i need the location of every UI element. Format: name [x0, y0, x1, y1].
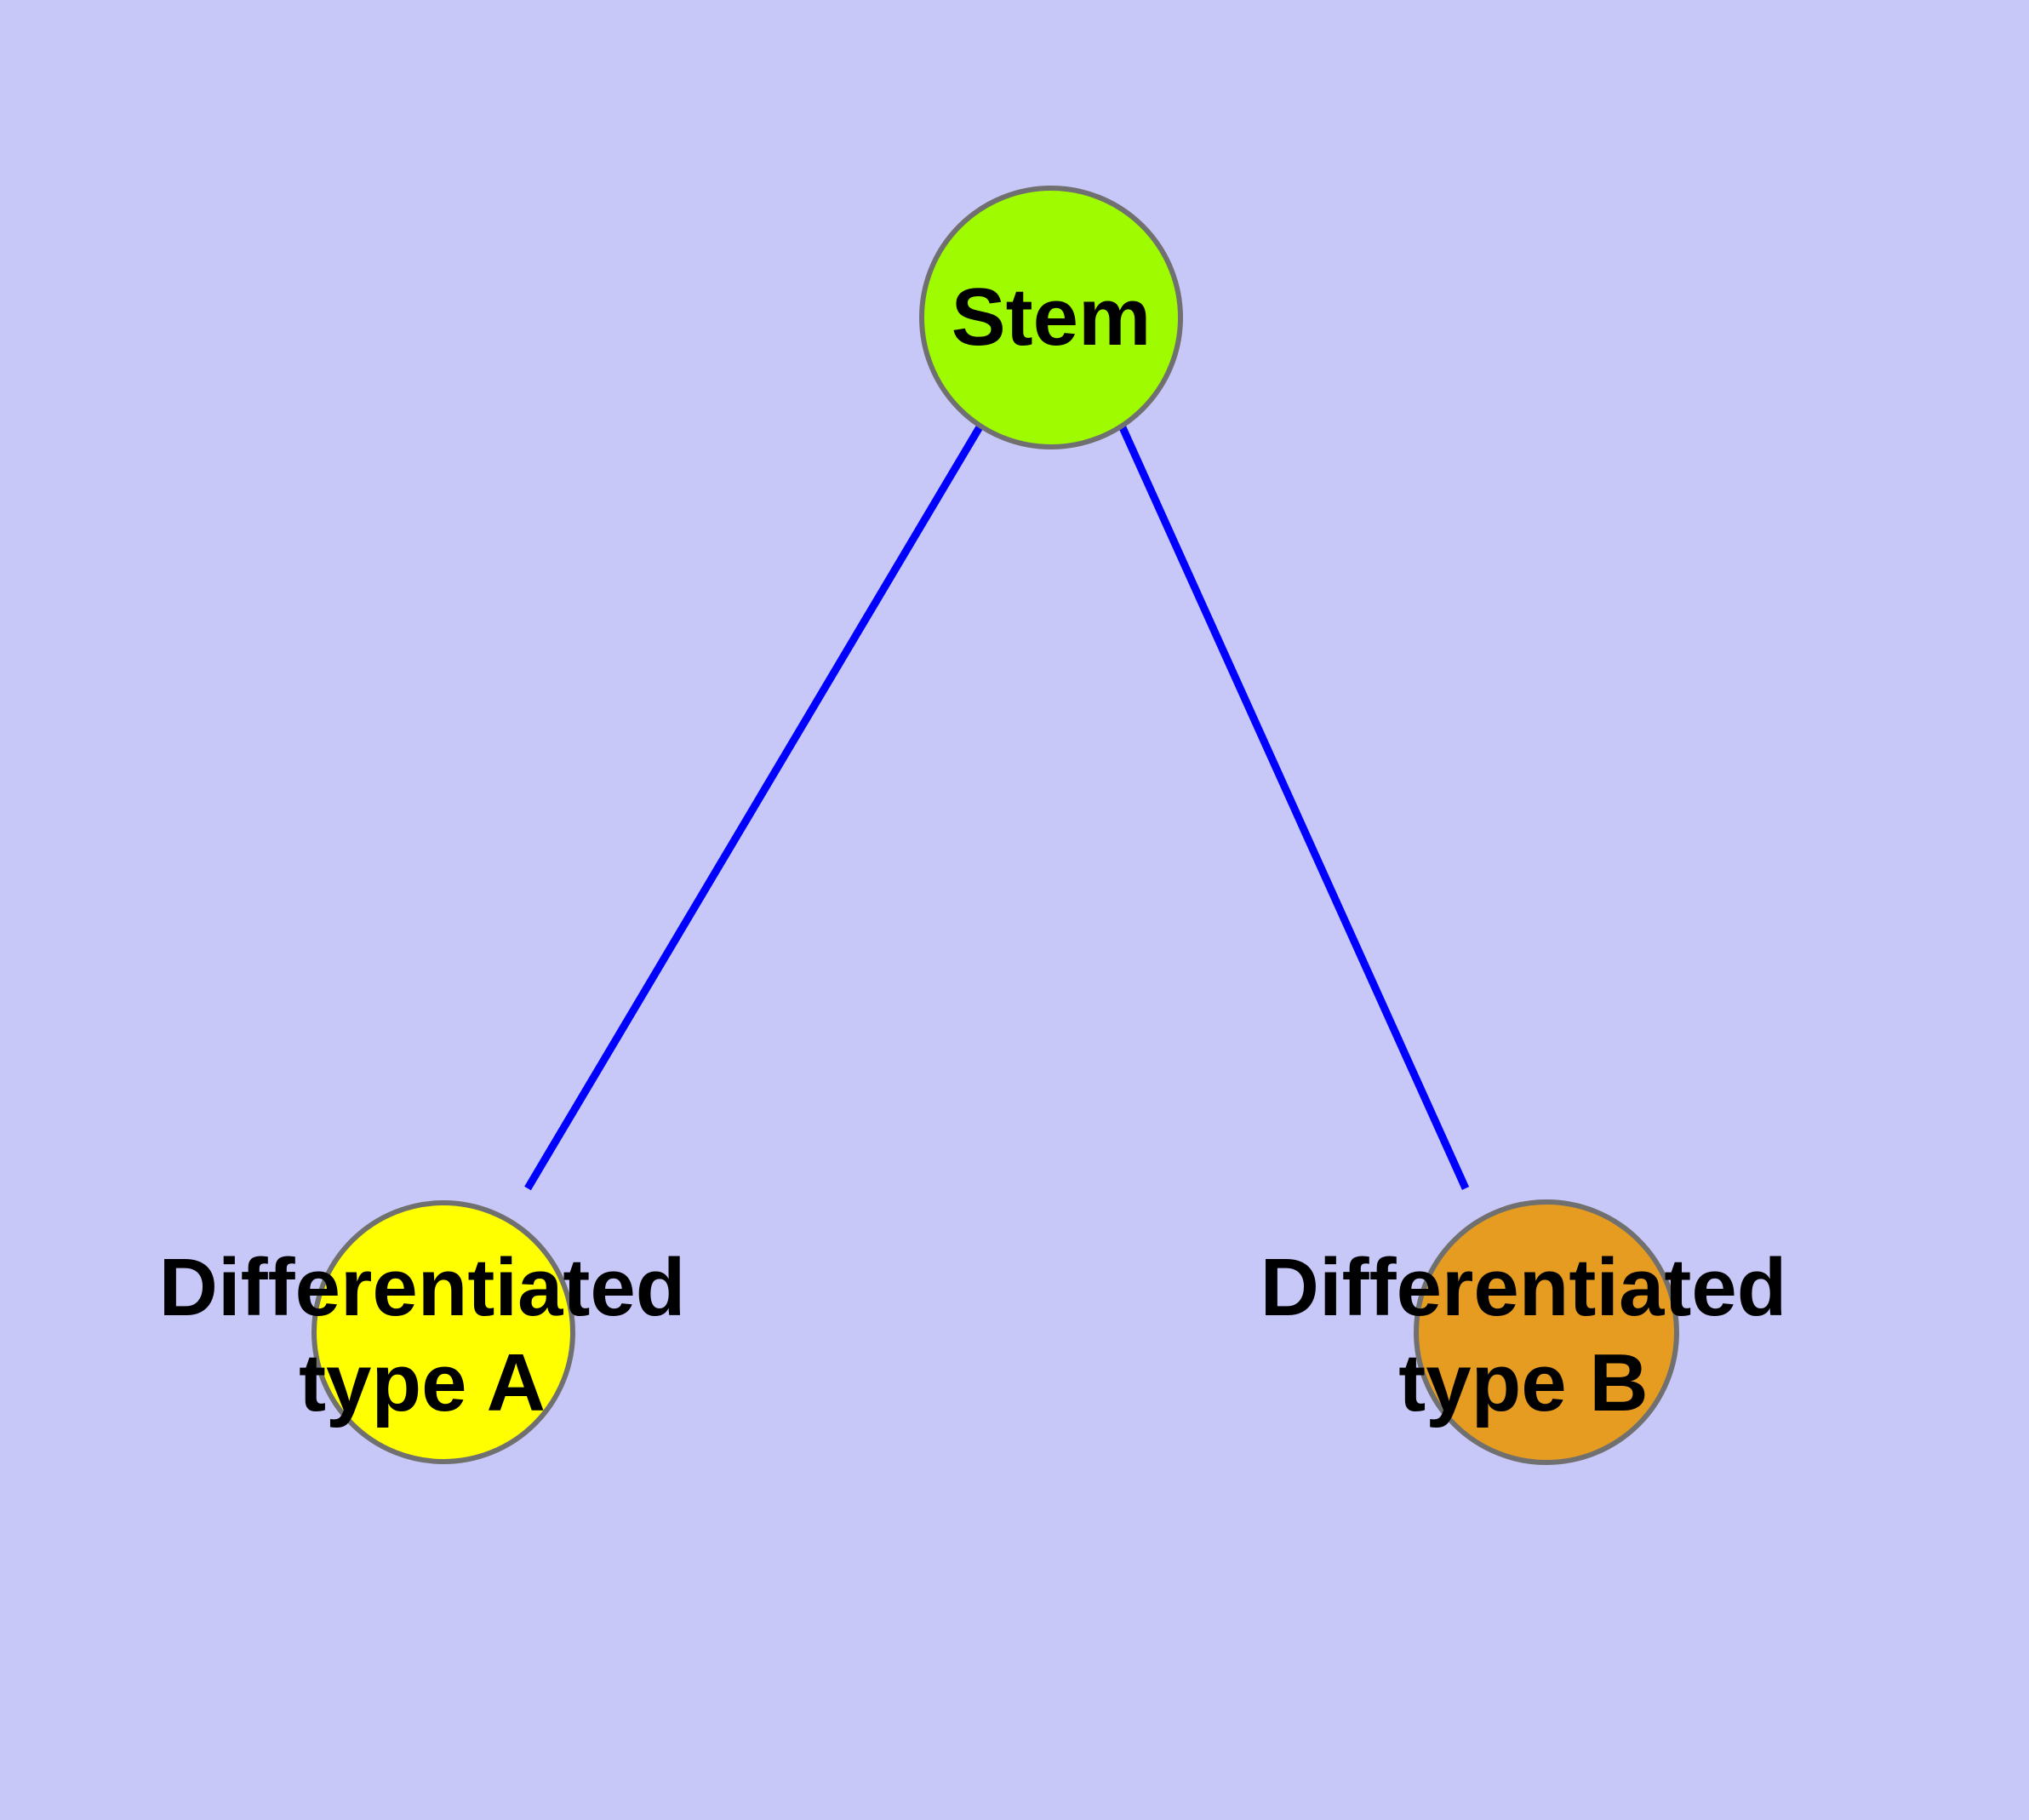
node-label-stem: Stem [952, 272, 1152, 363]
edge-stem-to-diff-b[interactable] [1117, 424, 1470, 1190]
node-label-line: type A [299, 1337, 546, 1428]
node-stem[interactable] [919, 186, 1183, 449]
node-label-line: Stem [952, 272, 1152, 363]
edges-layer [524, 423, 1470, 1191]
node-label-line: Differentiated [1260, 1242, 1787, 1333]
node-label-line: Differentiated [159, 1242, 686, 1333]
node-label-line: type B [1398, 1337, 1648, 1428]
edge-stem-to-diff-a[interactable] [524, 423, 984, 1191]
nodes-layer [311, 186, 1679, 1465]
node-diff-a[interactable] [311, 1200, 575, 1464]
node-diff-b[interactable] [1414, 1199, 1679, 1465]
